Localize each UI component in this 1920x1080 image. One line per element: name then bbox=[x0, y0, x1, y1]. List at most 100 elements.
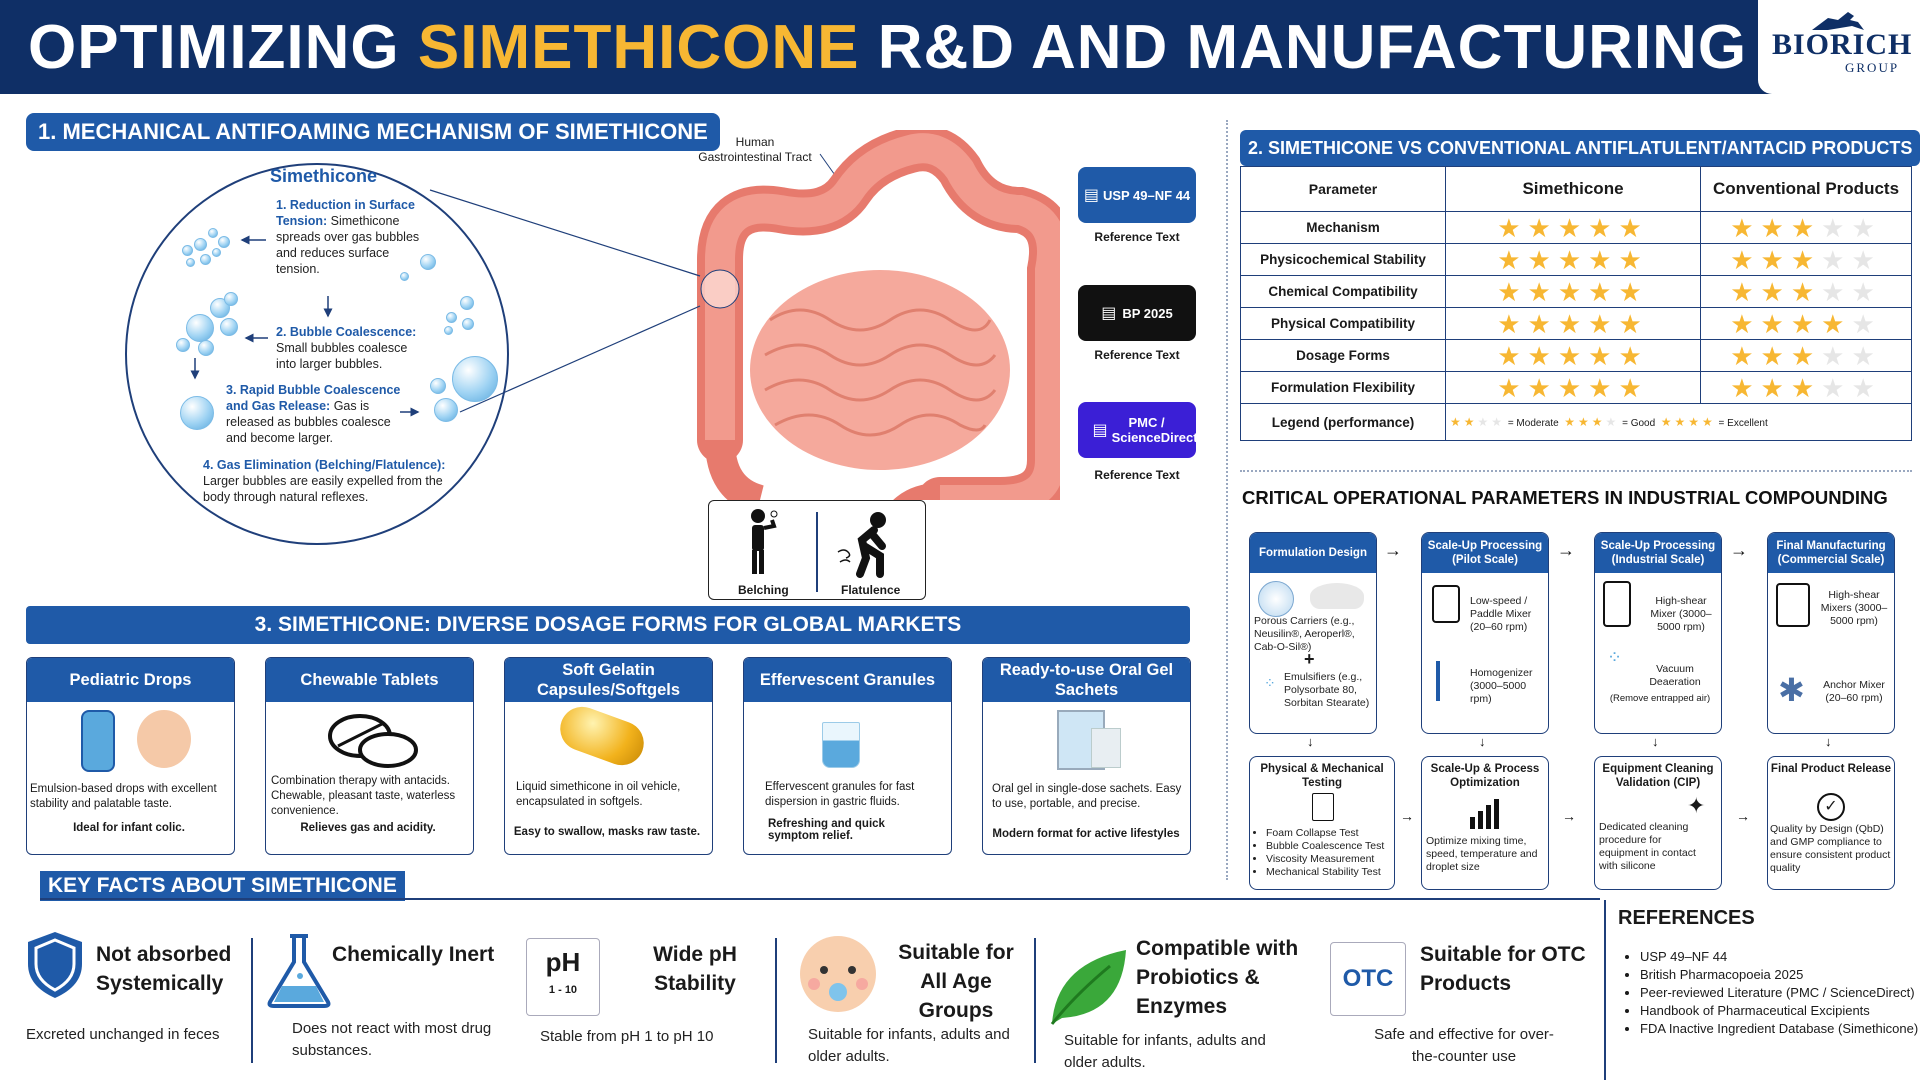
star-icon: ★ bbox=[1618, 276, 1649, 307]
anchor-mixer-icon: ✱ bbox=[1778, 672, 1805, 708]
flatulence-person-icon bbox=[837, 512, 886, 578]
star-icon: ★ bbox=[1790, 212, 1822, 243]
ops-card-industrial: Scale-Up Processing (Industrial Scale) H… bbox=[1594, 532, 1722, 734]
table-cell-param: Formulation Flexibility bbox=[1240, 371, 1446, 404]
star-icon: ★ bbox=[1821, 372, 1852, 403]
table-cell-conv-rating: ★★★★★ bbox=[1700, 243, 1912, 276]
legend: ★★★★ = Moderate ★★★★ = Good ★★★★ = Excel… bbox=[1445, 403, 1912, 441]
divider bbox=[816, 512, 818, 592]
logo-text: BIORICH bbox=[1772, 28, 1913, 61]
star-icon: ★ bbox=[1730, 212, 1761, 243]
list-item: USP 49–NF 44 bbox=[1640, 948, 1920, 966]
star-icon: ★ bbox=[1588, 276, 1619, 307]
horse-logo-icon bbox=[1812, 12, 1864, 30]
star-icon: ★ bbox=[1730, 244, 1761, 275]
star-icon: ★ bbox=[1730, 276, 1761, 307]
list-item: Handbook of Pharmaceutical Excipients bbox=[1640, 1002, 1920, 1020]
table-cell-sim-rating: ★★★★★ bbox=[1445, 243, 1701, 276]
table-row: Chemical Compatibility★★★★★★★★★★ bbox=[1240, 275, 1912, 308]
vertical-divider bbox=[1226, 120, 1228, 880]
star-icon: ★ bbox=[1588, 340, 1619, 371]
document-icon: ▤ bbox=[1101, 305, 1117, 322]
table-row: Dosage Forms★★★★★★★★★★ bbox=[1240, 339, 1912, 372]
sparkle-icon: ✦ bbox=[1687, 793, 1706, 818]
dosage-card-gel-sachets: Ready-to-use Oral Gel Sachets Oral gel i… bbox=[982, 657, 1191, 855]
table-cell-param: Physicochemical Stability bbox=[1240, 243, 1446, 276]
dotted-divider bbox=[1240, 470, 1912, 472]
belching-label: Belching bbox=[738, 583, 789, 597]
star-icon: ★ bbox=[1527, 372, 1558, 403]
star-icon: ★ bbox=[1821, 212, 1852, 243]
list-item: British Pharmacopoeia 2025 bbox=[1640, 966, 1920, 984]
glass-icon bbox=[822, 722, 860, 768]
star-icon: ★ bbox=[1851, 308, 1882, 339]
table-cell-sim-rating: ★★★★★ bbox=[1445, 371, 1701, 404]
baby-face-icon bbox=[800, 936, 876, 1012]
star-icon: ★ bbox=[1760, 308, 1791, 339]
table-cell-sim-rating: ★★★★★ bbox=[1445, 211, 1701, 244]
mechanism-step-3: 3. Rapid Bubble Coalescence and Gas Rele… bbox=[226, 383, 401, 445]
star-icon: ★ bbox=[1790, 340, 1822, 371]
star-icon: ★ bbox=[1588, 212, 1619, 243]
star-icon: ★ bbox=[1618, 308, 1649, 339]
shield-icon bbox=[28, 932, 82, 998]
mixer-icon bbox=[1432, 585, 1460, 623]
arrow-down: ↓ bbox=[1652, 734, 1659, 749]
star-icon: ★ bbox=[1527, 212, 1558, 243]
fact-5-text: Suitable for infants, adults and older a… bbox=[1064, 1032, 1266, 1071]
star-icon: ★ bbox=[1790, 308, 1822, 339]
ops-card-optimization: Scale-Up & Process Optimization Optimize… bbox=[1421, 756, 1549, 890]
table-row: Physicochemical Stability★★★★★★★★★★ bbox=[1240, 243, 1912, 276]
star-icon: ★ bbox=[1557, 308, 1589, 339]
belching-person-icon bbox=[751, 509, 778, 574]
dosage-card-chewable: Chewable Tablets Combination therapy wit… bbox=[265, 657, 474, 855]
table-cell-conv-rating: ★★★★★ bbox=[1700, 307, 1912, 340]
mechanism-title: Simethicone bbox=[270, 166, 378, 186]
document-icon: ▤ bbox=[1092, 422, 1108, 439]
star-icon: ★ bbox=[1497, 308, 1528, 339]
table-header: Simethicone bbox=[1445, 166, 1701, 212]
star-icon: ★ bbox=[1821, 276, 1852, 307]
ref-bp-button[interactable]: ▤BP 2025 bbox=[1078, 285, 1196, 341]
arrow-right: → bbox=[1730, 540, 1748, 560]
gi-tract-illustration bbox=[697, 130, 1060, 500]
star-icon: ★ bbox=[1851, 372, 1882, 403]
table-cell-conv-rating: ★★★★★ bbox=[1700, 275, 1912, 308]
high-shear-mixer-icon bbox=[1603, 581, 1631, 627]
mechanism-step-4: 4. Gas Elimination (Belching/Flatulence)… bbox=[203, 458, 446, 504]
divider bbox=[775, 938, 777, 1063]
fact-6-text: Safe and effective for over-the-counter … bbox=[1374, 1026, 1554, 1065]
star-icon: ★ bbox=[1557, 372, 1589, 403]
star-icon: ★ bbox=[1790, 372, 1822, 403]
ref-bp-caption: Reference Text bbox=[1094, 348, 1180, 362]
table-cell-sim-rating: ★★★★★ bbox=[1445, 275, 1701, 308]
homogenizer-icon bbox=[1436, 661, 1440, 701]
ref-usp-button[interactable]: ▤USP 49–NF 44 bbox=[1078, 167, 1196, 223]
fact-4-text: Suitable for infants, adults and older a… bbox=[808, 1026, 1010, 1065]
divider bbox=[1604, 900, 1606, 1080]
star-icon: ★ bbox=[1821, 340, 1852, 371]
star-icon: ★ bbox=[1618, 244, 1649, 275]
fact-3-text: Stable from pH 1 to pH 10 bbox=[540, 1028, 714, 1045]
ops-card-testing: Physical & Mechanical Testing Foam Colla… bbox=[1249, 756, 1395, 890]
ref-pmc-button[interactable]: ▤PMC / ScienceDirect bbox=[1078, 402, 1198, 458]
ops-card-pilot: Scale-Up Processing (Pilot Scale) Low-sp… bbox=[1421, 532, 1549, 734]
star-icon: ★ bbox=[1588, 372, 1619, 403]
mechanism-step-2: 2. Bubble Coalescence: Small bubbles coa… bbox=[276, 325, 417, 371]
ref-usp-caption: Reference Text bbox=[1094, 230, 1180, 244]
leaf-icon bbox=[1050, 950, 1126, 1025]
dosage-card-softgels: Soft Gelatin Capsules/Softgels Liquid si… bbox=[504, 657, 713, 855]
bar-chart-icon bbox=[1470, 799, 1499, 829]
key-facts-title: KEY FACTS ABOUT SIMETHICONE bbox=[40, 871, 405, 901]
comparison-table: Parameter Simethicone Conventional Produ… bbox=[1240, 166, 1912, 441]
document-icon: ▤ bbox=[1083, 187, 1099, 204]
legend-label: Legend (performance) bbox=[1240, 403, 1446, 441]
ref-pmc-caption: Reference Text bbox=[1094, 468, 1180, 482]
tablets-icon bbox=[328, 714, 418, 768]
star-icon: ★ bbox=[1588, 308, 1619, 339]
zoom-lines bbox=[429, 189, 701, 413]
star-icon: ★ bbox=[1618, 340, 1649, 371]
star-icon: ★ bbox=[1760, 276, 1791, 307]
dosage-card-effervescent: Effervescent Granules Effervescent granu… bbox=[743, 657, 952, 855]
star-icon: ★ bbox=[1527, 244, 1558, 275]
